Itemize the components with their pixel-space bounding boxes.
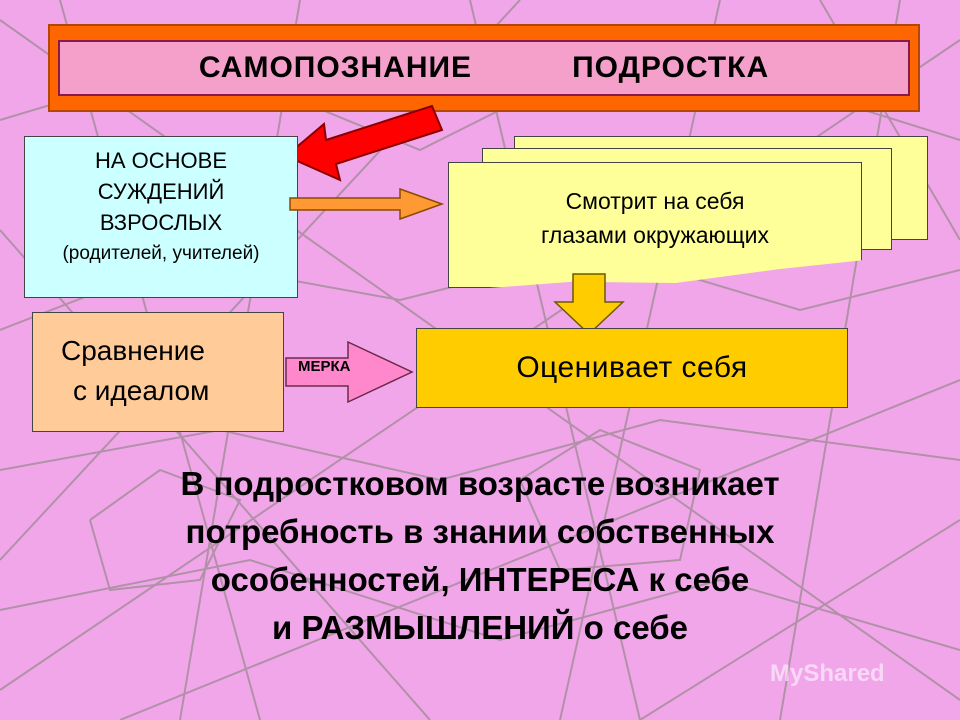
looks-line-2: глазами окружающих	[540, 222, 770, 248]
compare-line-1: Сравнение	[61, 335, 205, 366]
conclusion-text: В подростковом возрасте возникает потреб…	[40, 460, 920, 652]
red-arrow-icon	[284, 104, 444, 182]
conclusion-line-4: и РАЗМЫШЛЕНИЙ о себе	[272, 609, 688, 646]
looks-line-1: Смотрит на себя	[565, 188, 745, 214]
conclusion-line-1: В подростковом возрасте возникает	[180, 465, 780, 502]
title-right: ПОДРОСТКА	[572, 51, 770, 84]
conclusion-line-2: потребность в знании собственных	[185, 513, 775, 550]
evaluates-self-box: Оценивает себя	[416, 328, 848, 408]
orange-arrow-icon	[289, 187, 445, 221]
adults-line-4: (родителей, учителей)	[62, 243, 260, 264]
conclusion-line-3: особенностей, ИНТЕРЕСА к себе	[210, 561, 750, 598]
compare-with-ideal-box: Сравнение с идеалом	[32, 312, 284, 432]
down-arrow-icon	[553, 273, 625, 336]
evaluates-text: Оценивает себя	[516, 351, 748, 384]
adults-line-1: НА ОСНОВЕ	[94, 148, 228, 173]
watermark-logo: MyShared	[770, 660, 885, 687]
adults-line-2: СУЖДЕНИЙ	[97, 179, 225, 204]
adults-line-3: ВЗРОСЛЫХ	[99, 210, 223, 235]
title-left: САМОПОЗНАНИЕ	[198, 51, 473, 84]
compare-line-2: с идеалом	[73, 375, 210, 406]
adults-judgement-box: НА ОСНОВЕ СУЖДЕНИЙ ВЗРОСЛЫХ (родителей, …	[24, 136, 298, 298]
title-frame: САМОПОЗНАНИЕ ПОДРОСТКА	[48, 24, 920, 112]
merka-arrow-icon	[285, 340, 414, 404]
title-banner: САМОПОЗНАНИЕ ПОДРОСТКА	[58, 40, 910, 96]
merka-label: МЕРКА	[298, 358, 351, 375]
